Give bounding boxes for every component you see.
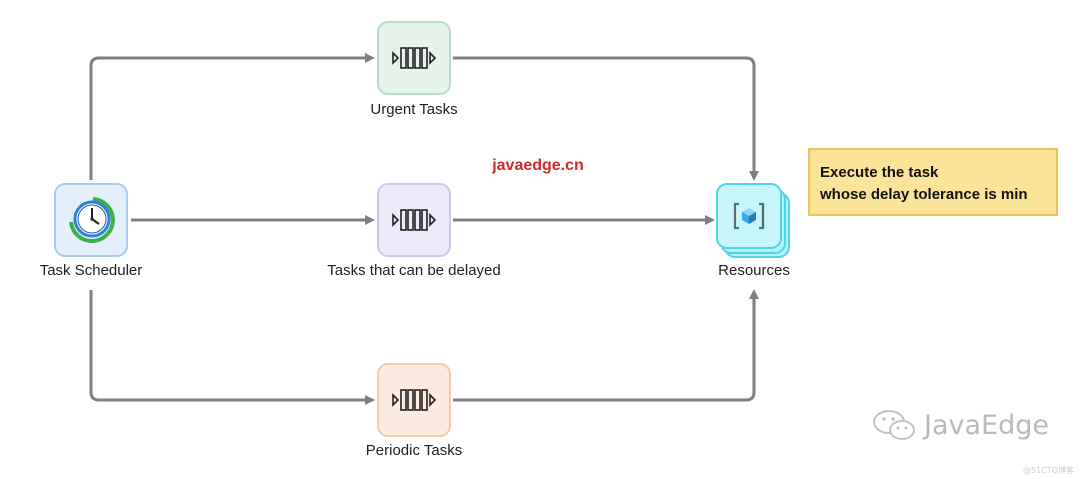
task-scheduler-node (54, 183, 128, 257)
brand-watermark: JavaEdge (872, 408, 1049, 442)
clock-icon (69, 197, 115, 243)
task-scheduler-label: Task Scheduler (39, 262, 143, 279)
annotation-line-2: whose delay tolerance is min (820, 186, 1028, 203)
delayed-tasks-label: Tasks that can be delayed (327, 262, 501, 279)
queue-icon (392, 389, 437, 411)
edge-scheduler-to-urgent (89, 53, 375, 180)
annotation-note: Execute the task whose delay tolerance i… (808, 148, 1058, 216)
annotation-line-1: Execute the task (820, 164, 939, 181)
edge-scheduler-to-periodic (89, 290, 375, 405)
delayed-tasks-node (377, 183, 451, 257)
urgent-tasks-node (377, 21, 451, 95)
queue-icon (392, 209, 437, 231)
wechat-icon (873, 410, 915, 440)
periodic-tasks-label: Periodic Tasks (365, 442, 463, 459)
corner-watermark: @51CTO博客 (1023, 466, 1074, 475)
resources-label: Resources (718, 262, 790, 279)
container-icon (733, 202, 765, 230)
urgent-tasks-label: Urgent Tasks (370, 101, 458, 118)
edge-periodic-to-resources (453, 289, 759, 402)
periodic-tasks-node (377, 363, 451, 437)
queue-icon (392, 47, 437, 69)
brand-name: JavaEdge (924, 409, 1049, 441)
resources-node (716, 183, 790, 258)
edge-urgent-to-resources (453, 56, 759, 181)
site-watermark: javaedge.cn (492, 157, 584, 174)
